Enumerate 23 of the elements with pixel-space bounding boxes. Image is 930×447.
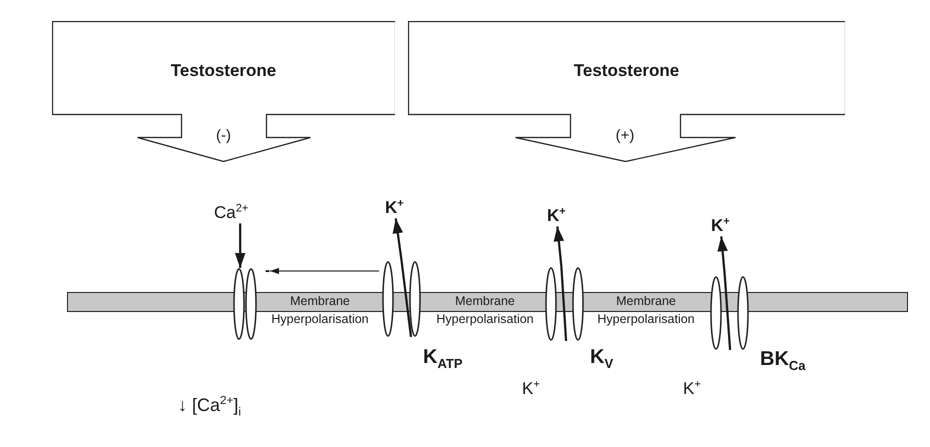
heading: Testosterone — [170, 62, 278, 81]
membrane-label: Membrane Hyperpolarisation — [270, 293, 370, 328]
ion-label: K$^{+}$ — [683, 378, 701, 400]
ion-label: K$^{+}$ — [522, 378, 540, 400]
channel-label: K$_{V}$ — [590, 346, 614, 368]
concentration-label: ↓ [Ca$^{2+}$]$_{i}$ — [178, 394, 241, 418]
ion-label: Ca$^{2+}$ — [214, 203, 248, 224]
arrow — [270, 268, 379, 274]
heading: Testosterone — [572, 62, 680, 81]
effect-sign: (+) — [614, 128, 636, 144]
arrow — [554, 226, 564, 268]
ion-label: K$^{+}$ — [385, 198, 404, 218]
arrow — [234, 223, 246, 268]
ion-label: K$^{+}$ — [711, 216, 730, 236]
membrane-label: Membrane Hyperpolarisation — [596, 293, 696, 328]
effect-sign: (-) — [215, 128, 232, 144]
channel-label: BK$_{Ca}$ — [760, 348, 806, 370]
ion-label: - — [265, 262, 270, 280]
channel-label: K$_{ATP}$ — [423, 346, 462, 368]
membrane-label: Membrane Hyperpolarisation — [435, 293, 535, 328]
arrow — [392, 218, 403, 262]
ion-label: K$^{+}$ — [547, 206, 566, 226]
arrow — [717, 236, 728, 276]
